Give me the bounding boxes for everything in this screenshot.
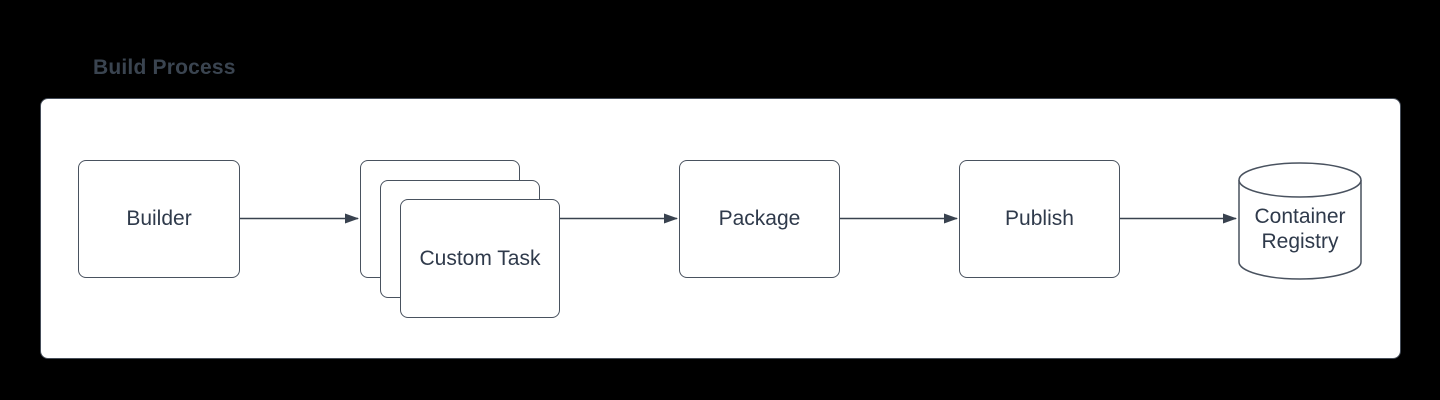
node-builder: Builder xyxy=(78,160,240,278)
cylinder-shape xyxy=(1238,162,1362,280)
diagram-title: Build Process xyxy=(93,56,236,79)
node-package: Package xyxy=(679,160,840,278)
node-publish-label: Publish xyxy=(1005,207,1074,230)
node-container-registry-label: Container Registry xyxy=(1254,205,1346,253)
node-publish: Publish xyxy=(959,160,1120,278)
custom-task-card-front: Custom Task xyxy=(400,199,560,318)
node-package-label: Package xyxy=(718,207,801,230)
custom-task-label: Custom Task xyxy=(419,246,541,270)
node-builder-label: Builder xyxy=(126,207,192,230)
node-container-registry: Container Registry xyxy=(1238,162,1362,280)
